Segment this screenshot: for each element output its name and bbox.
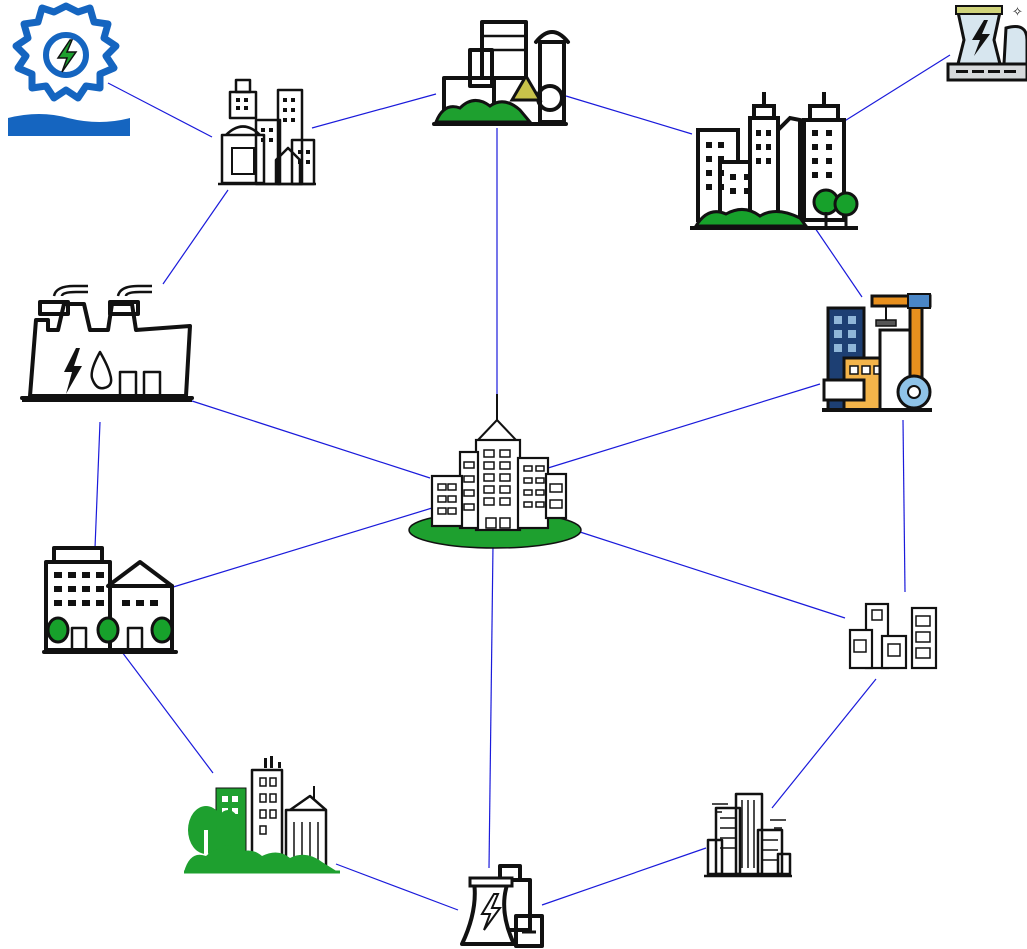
edge-power-factory-hub xyxy=(191,400,431,479)
edge-eco-city-cooling-plant xyxy=(335,863,459,911)
edge-office-small-skyscrapers xyxy=(771,678,877,809)
edge-city-green-construction xyxy=(814,227,863,298)
construction-crane-icon xyxy=(822,293,932,412)
edge-construction-hub xyxy=(547,383,821,469)
edge-city-topleft-power-factory xyxy=(162,189,229,285)
edge-city-topleft-industrial xyxy=(311,93,437,129)
industrial-plant-icon xyxy=(432,20,570,126)
eco-city-icon xyxy=(184,756,340,874)
edge-skyscrapers-cooling-plant xyxy=(541,847,707,906)
city-skyline-hub-icon xyxy=(408,394,582,549)
nuclear-power-plant-icon: ✧ xyxy=(946,5,1027,82)
edges xyxy=(94,54,951,911)
edge-hub-office-small xyxy=(579,531,846,619)
edge-hub-cooling-plant xyxy=(488,544,494,869)
edge-nuclear-city-green xyxy=(842,54,951,123)
edge-power-factory-residential xyxy=(94,421,101,549)
edge-construction-office-small xyxy=(902,419,906,593)
power-factory-icon xyxy=(20,284,194,402)
edge-residential-eco-city xyxy=(121,651,214,774)
hydro-power-gear-icon xyxy=(8,2,130,136)
cooling-tower-plant-icon xyxy=(460,864,544,948)
edge-industrial-city-green xyxy=(565,95,693,135)
skyscrapers-icon xyxy=(704,792,792,878)
city-towers-green-icon xyxy=(690,92,859,230)
residential-buildings-icon xyxy=(42,546,178,654)
svg-text:✧: ✧ xyxy=(1012,5,1023,20)
edge-hub-residential xyxy=(169,507,433,589)
edge-hydro-city-topleft xyxy=(107,82,213,138)
office-buildings-icon xyxy=(848,602,938,670)
city-buildings-icon xyxy=(218,78,316,186)
